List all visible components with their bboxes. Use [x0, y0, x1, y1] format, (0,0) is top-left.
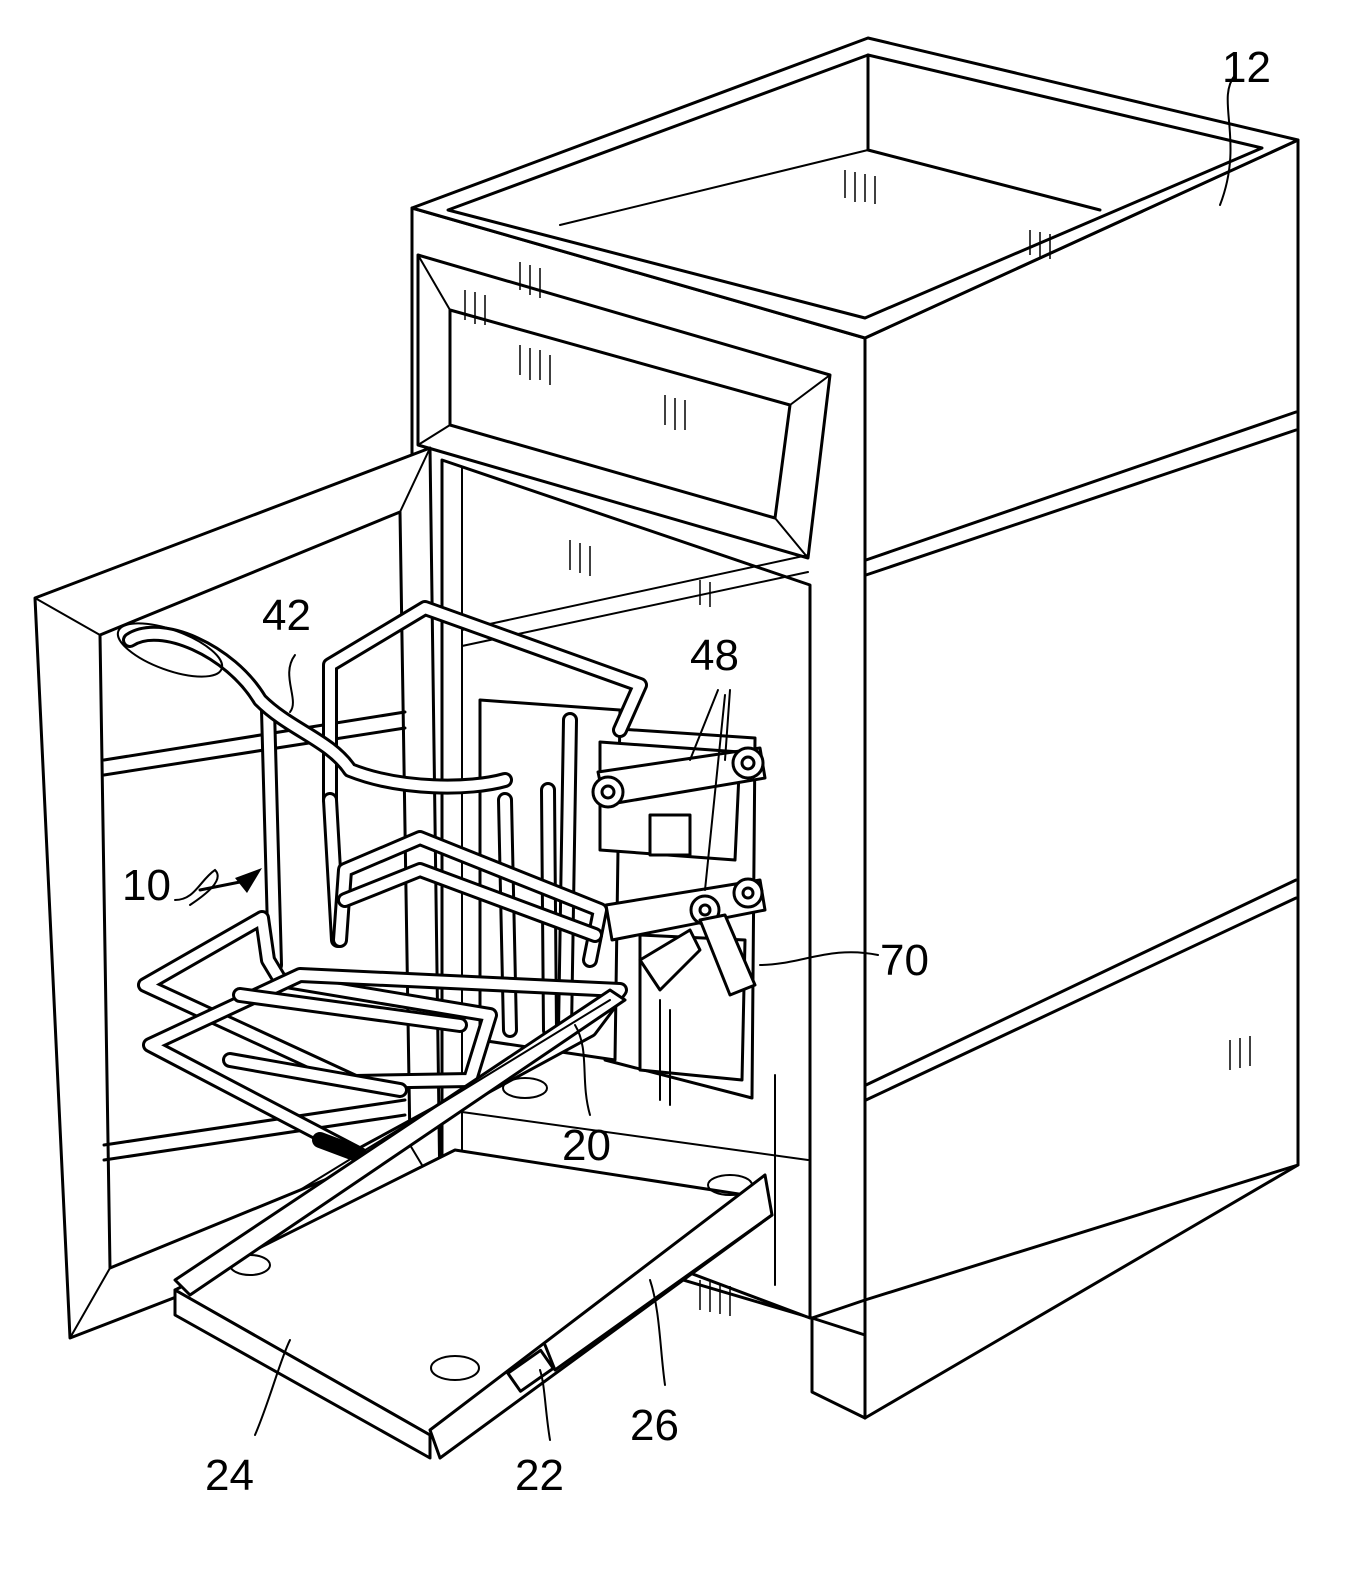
cabinet-side-panel — [865, 140, 1298, 1418]
label-slide-outer: 26 — [630, 1401, 679, 1450]
label-lever: 70 — [880, 936, 929, 985]
label-tray: 24 — [205, 1451, 254, 1500]
label-slide-inner: 22 — [515, 1451, 564, 1500]
label-handle: 42 — [262, 591, 311, 640]
label-organizer: 10 — [122, 861, 171, 910]
latch — [650, 815, 690, 855]
label-frame: 20 — [562, 1121, 611, 1170]
label-cabinet: 12 — [1222, 43, 1271, 92]
label-links: 48 — [690, 631, 739, 680]
